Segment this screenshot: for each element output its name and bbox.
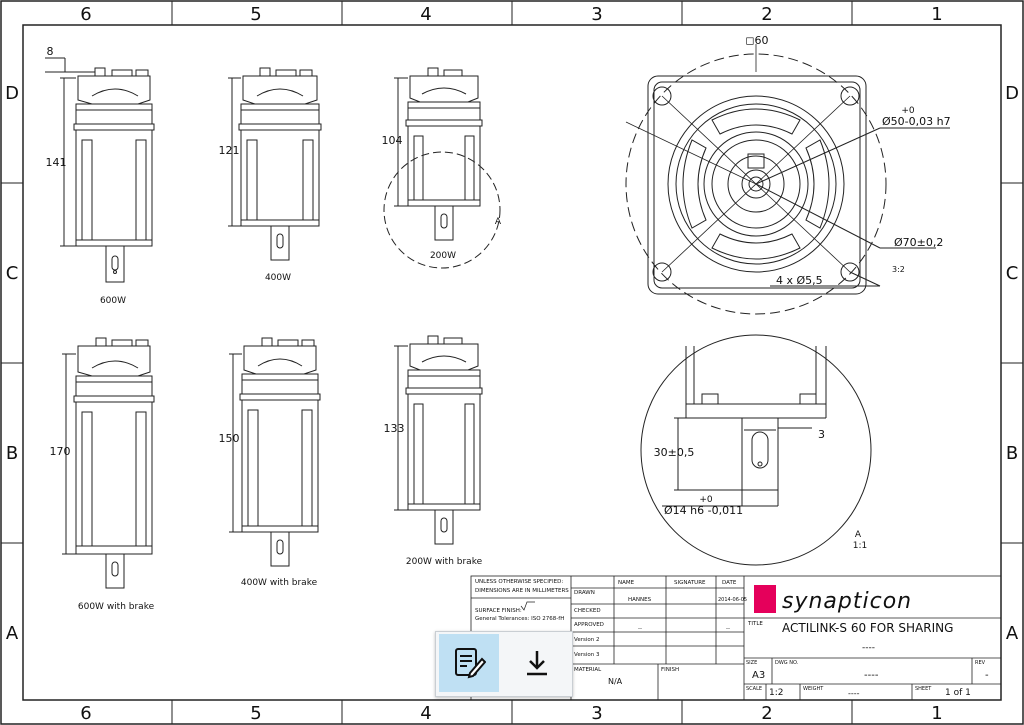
tb-col-date: DATE xyxy=(722,580,737,586)
tb-checked: CHECKED xyxy=(574,608,601,614)
row-label: A xyxy=(1006,623,1019,644)
logo-text: synapticon xyxy=(782,589,912,614)
dim-height: 104 xyxy=(382,134,403,147)
tb-weight-label: WEIGHT xyxy=(803,686,824,692)
tb-drawn: DRAWN xyxy=(574,590,595,596)
row-label: C xyxy=(1006,263,1019,284)
tb-approved-sig: -- xyxy=(638,626,642,632)
download-button[interactable] xyxy=(507,634,567,692)
tol-plus: +0 xyxy=(699,495,713,505)
tb-tolerances: General Tolerances: ISO 2768-fH xyxy=(475,616,564,622)
row-label: B xyxy=(6,443,18,464)
tb-dwg-label: DWG NO. xyxy=(775,660,799,666)
col-label: 4 xyxy=(420,703,431,724)
dim-pilot: Ø50-0,03 h7 xyxy=(882,115,951,128)
synapticon-logo: synapticon xyxy=(754,585,912,614)
tb-sheet: 1 of 1 xyxy=(945,688,971,698)
view-label: 600W with brake xyxy=(78,602,155,612)
tb-dwg: ---- xyxy=(864,670,879,681)
dim-height: 150 xyxy=(219,432,240,445)
row-label: B xyxy=(1006,443,1018,464)
col-label: 6 xyxy=(80,703,91,724)
tb-size-label: SIZE xyxy=(746,660,757,666)
download-icon xyxy=(527,651,547,676)
motor-view-400w xyxy=(228,67,322,261)
dim-offset: 8 xyxy=(47,45,54,58)
col-label: 2 xyxy=(761,4,772,25)
detail-view-a xyxy=(640,334,872,566)
logo-mark xyxy=(754,585,776,613)
tb-sheet-label: SHEET xyxy=(915,686,932,692)
tb-col-signature: SIGNATURE xyxy=(674,580,706,586)
col-label: 3 xyxy=(591,4,602,25)
view-label: 200W with brake xyxy=(406,557,483,567)
tb-rev: - xyxy=(985,670,989,681)
motor-view-400w-brake xyxy=(229,337,321,567)
motor-view-600w xyxy=(45,57,155,283)
tb-version2: Version 2 xyxy=(574,637,599,643)
col-label: 3 xyxy=(591,703,602,724)
dim-step: 3 xyxy=(818,428,825,441)
tb-notes: UNLESS OTHERWISE SPECIFIED: xyxy=(475,579,563,585)
detail-name: A xyxy=(855,530,862,540)
motor-view-200w-brake xyxy=(394,335,483,545)
motor-view-200w xyxy=(383,67,501,269)
dim-height: 133 xyxy=(384,422,405,435)
motor-view-600w-brake xyxy=(62,337,155,589)
tb-drawn-name: HANNES xyxy=(628,597,652,603)
tb-version3: Version 3 xyxy=(574,652,600,658)
tb-scale-label: SCALE xyxy=(746,686,762,692)
dim-height: 170 xyxy=(50,445,71,458)
tb-rev-label: REV xyxy=(975,660,986,666)
dim-holes: 4 x Ø5,5 xyxy=(776,274,823,287)
tb-col-name: NAME xyxy=(618,580,635,586)
front-view xyxy=(625,44,950,315)
detail-scale: 1:1 xyxy=(853,541,867,551)
dim-pcd: Ø70±0,2 xyxy=(894,236,943,249)
tb-scale: 1:2 xyxy=(769,688,783,698)
tb-approved: APPROVED xyxy=(574,622,604,628)
dim-square: ◻60 xyxy=(745,34,768,47)
tb-size: A3 xyxy=(752,670,765,681)
view-label: 600W xyxy=(100,296,126,306)
floating-toolbar xyxy=(435,631,573,697)
view-label: 400W with brake xyxy=(241,578,318,588)
edit-button[interactable] xyxy=(439,634,499,692)
tb-title-label: TITLE xyxy=(747,621,763,627)
dim-shaft-dia: Ø14 h6 -0,011 xyxy=(664,504,743,517)
col-label: 6 xyxy=(80,4,91,25)
tol-plus: +0 xyxy=(901,106,915,116)
tb-material: MATERIAL xyxy=(574,667,602,673)
row-label: A xyxy=(6,623,19,644)
col-label: 1 xyxy=(931,4,942,25)
view-label: 200W xyxy=(430,251,456,261)
tb-notes: DIMENSIONS ARE IN MILLIMETERS xyxy=(475,588,569,594)
col-label: 4 xyxy=(420,4,431,25)
tb-title: ACTILINK-S 60 FOR SHARING xyxy=(782,621,953,635)
tb-drawn-date: 2014-06-05 xyxy=(718,597,747,603)
tb-title-sub: ---- xyxy=(862,643,875,653)
tb-weight: ---- xyxy=(848,689,860,698)
col-label: 5 xyxy=(250,703,261,724)
tb-material-value: N/A xyxy=(608,677,623,686)
col-label: 1 xyxy=(931,703,942,724)
detail-marker: A xyxy=(495,217,502,227)
row-label: D xyxy=(5,83,19,104)
row-label: C xyxy=(6,263,19,284)
edit-document-icon xyxy=(455,648,486,679)
view-label: 400W xyxy=(265,273,291,283)
title-block xyxy=(470,575,1002,701)
col-label: 2 xyxy=(761,703,772,724)
row-label: D xyxy=(1005,83,1019,104)
tb-surface: SURFACE FINISH: xyxy=(475,608,522,614)
col-label: 5 xyxy=(250,4,261,25)
dim-height: 141 xyxy=(46,156,67,169)
dim-height: 121 xyxy=(219,144,240,157)
tb-finish: FINISH xyxy=(661,667,679,673)
view-scale: 3:2 xyxy=(892,265,905,274)
tb-approved-date: -- xyxy=(726,626,730,632)
dim-shaft-length: 30±0,5 xyxy=(654,446,695,459)
